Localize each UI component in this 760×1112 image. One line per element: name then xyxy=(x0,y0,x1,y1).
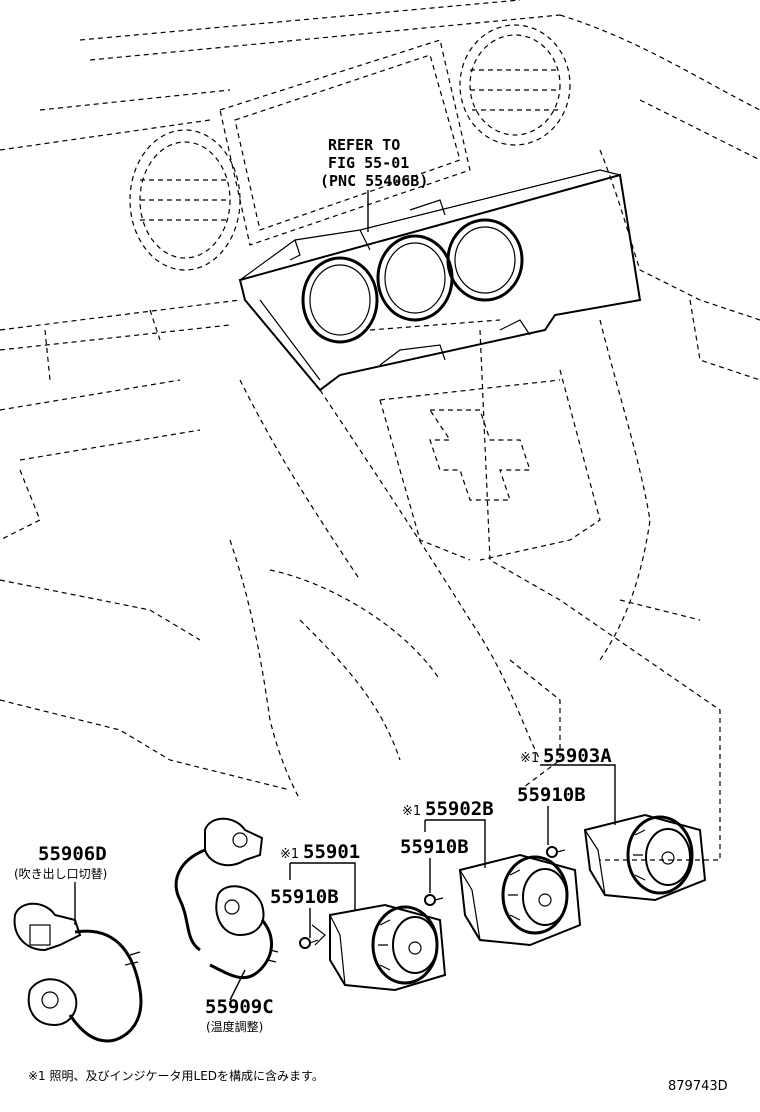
wire-harness-55909c xyxy=(174,817,279,980)
refer-line-1: REFER TO xyxy=(328,136,400,154)
refer-line-3: (PNC 55406B) xyxy=(320,172,428,190)
part-number-55910b-1: 55910B xyxy=(270,886,339,908)
air-vent-right xyxy=(459,24,571,146)
ref-mark-55903a: ※1 xyxy=(520,751,539,766)
footnote: ※1 照明、及びインジケータ用LEDを構成に含みます。 xyxy=(28,1068,324,1083)
part-number-55909c: 55909C xyxy=(205,996,274,1018)
screw-3 xyxy=(546,846,566,858)
part-note-55909c: (温度調整) xyxy=(206,1019,263,1034)
part-note-55906d: (吹き出し口切替) xyxy=(14,867,107,881)
control-knob-55903a xyxy=(583,813,707,902)
panel-knob-right xyxy=(446,218,524,302)
part-number-55901: 55901 xyxy=(303,841,360,863)
wire-harness-55906d xyxy=(13,902,143,1043)
climate-control-panel xyxy=(238,169,642,392)
part-number-55902b: 55902B xyxy=(425,798,494,820)
screw-1 xyxy=(299,937,319,949)
part-number-55903a: 55903A xyxy=(543,745,612,767)
diagram-code: 879743D xyxy=(668,1079,728,1094)
screw-2 xyxy=(424,894,444,906)
control-knob-55902b xyxy=(458,853,582,947)
part-number-55910b-2: 55910B xyxy=(400,836,469,858)
ref-mark-55902b: ※1 xyxy=(402,804,421,819)
display-screen xyxy=(219,39,471,246)
leader-lines xyxy=(74,764,616,1001)
part-number-55910b-3: 55910B xyxy=(517,784,586,806)
refer-line-2: FIG 55-01 xyxy=(328,154,409,172)
air-vent-left xyxy=(129,129,241,271)
panel-knob-center xyxy=(376,234,454,322)
ref-mark-55901: ※1 xyxy=(280,847,299,862)
part-number-55906d: 55906D xyxy=(38,843,107,865)
dashboard-outline xyxy=(0,0,760,861)
panel-knob-left xyxy=(301,256,379,344)
control-knob-55901 xyxy=(311,903,447,992)
